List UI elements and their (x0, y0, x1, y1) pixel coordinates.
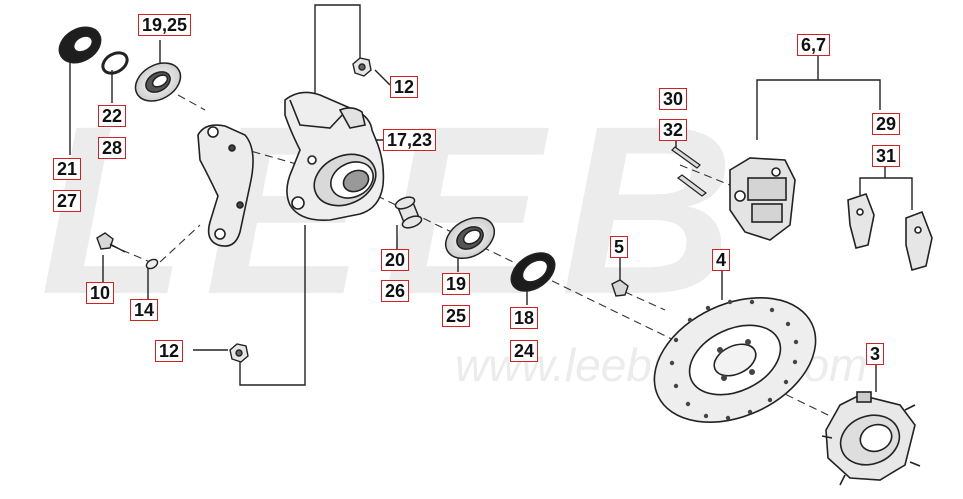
bearing-top-part (134, 62, 182, 102)
brake-pads-part (847, 192, 933, 271)
spacer-part (394, 196, 423, 229)
part-label-10[interactable]: 10 (86, 282, 115, 304)
caliper-bolts-part (671, 146, 707, 197)
part-label-14[interactable]: 14 (130, 299, 159, 321)
part-label-19-25-top[interactable]: 19,25 (138, 14, 192, 36)
castle-nut-bottom-part (229, 343, 249, 363)
part-label-18[interactable]: 18 (510, 307, 539, 329)
oil-seal-part (58, 26, 102, 64)
part-label-31[interactable]: 31 (872, 145, 901, 167)
part-label-17-23[interactable]: 17,23 (383, 129, 437, 151)
part-label-6-7[interactable]: 6,7 (797, 34, 831, 56)
part-label-32[interactable]: 32 (659, 119, 688, 141)
part-label-3[interactable]: 3 (866, 343, 885, 365)
brake-disc-part (653, 297, 817, 423)
part-label-26[interactable]: 26 (381, 280, 410, 302)
part-label-30[interactable]: 30 (659, 88, 688, 110)
part-label-24[interactable]: 24 (510, 340, 539, 362)
part-label-21[interactable]: 21 (53, 158, 82, 180)
part-label-28[interactable]: 28 (98, 137, 127, 159)
hub-seal-part (510, 252, 556, 292)
caliper-bracket-part (197, 124, 254, 247)
part-label-20[interactable]: 20 (381, 249, 410, 271)
part-label-4[interactable]: 4 (712, 249, 731, 271)
bolt-part (96, 232, 126, 253)
castle-nut-top-part (352, 57, 372, 77)
circlip-part (101, 51, 129, 75)
steering-knuckle-part (284, 91, 385, 222)
part-label-27[interactable]: 27 (53, 190, 82, 212)
part-label-12-top[interactable]: 12 (390, 76, 419, 98)
stud-bolt-part (611, 279, 629, 297)
part-label-5[interactable]: 5 (610, 236, 629, 258)
part-label-12-bottom[interactable]: 12 (155, 340, 184, 362)
part-label-19-mid[interactable]: 19 (442, 273, 471, 295)
part-label-22[interactable]: 22 (98, 105, 127, 127)
wheel-hub-part (821, 391, 921, 486)
brake-caliper-part (729, 157, 796, 241)
part-label-25-mid[interactable]: 25 (442, 305, 471, 327)
part-label-29[interactable]: 29 (872, 113, 901, 135)
washer-part (145, 258, 159, 270)
bearing-middle-part (445, 216, 495, 260)
